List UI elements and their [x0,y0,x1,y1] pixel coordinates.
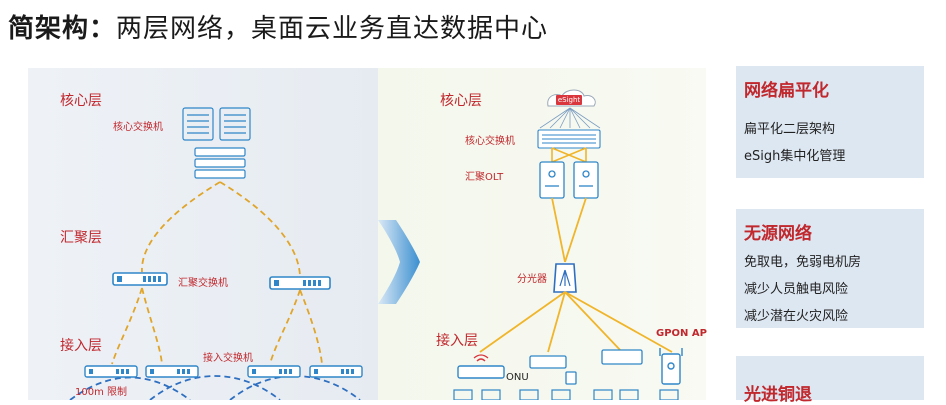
left-agg-switch-label: 汇聚交换机 [178,278,228,289]
splitter-label: 分光器 [517,274,547,285]
page-title: 简架构：两层网络，桌面云业务直达数据中心 [8,8,548,45]
left-core-switch-label: 核心交换机 [113,122,163,133]
right-core-layer-label: 核心层 [440,93,482,109]
esight-cloud-icon [547,89,596,107]
right-access-layer-label: 接入层 [436,333,478,349]
access-device-icon [529,349,643,385]
transition-arrow-icon [378,220,420,304]
core-server-icon [182,107,251,141]
card-fiber-replace-copper: 光进铜退 [736,356,924,405]
left-agg-layer-label: 汇聚层 [60,230,102,246]
right-core-switch-label: 核心交换机 [465,136,515,147]
splitter-access-links [479,291,673,353]
title-rest: 两层网络，桌面云业务直达数据中心 [116,14,549,44]
limit-note-label: 100m 限制 [75,387,128,398]
onu-icon [457,354,505,379]
core-switch-icon [194,147,246,179]
card-flat-network: 网络扁平化 扁平化二层架构 eSigh集中化管理 [736,66,924,178]
card-line: 减少人员触电风险 [744,282,849,297]
olt-splitter-links [551,197,587,263]
card-title: 网络扁平化 [744,81,829,101]
access-switch-ports [89,369,354,374]
left-agg-links [111,181,323,365]
agg-switch-ports [117,276,321,286]
traditional-network-panel [28,68,378,400]
title-bold: 简架构： [8,14,117,44]
card-line: 减少潜在火灾风险 [744,309,849,324]
olt-device-icon [539,161,599,199]
agg-olt-label: 汇聚OLT [465,172,504,183]
card-line: 扁平化二层架构 [744,122,836,137]
left-core-layer-label: 核心层 [60,93,102,109]
card-passive-network: 无源网络 免取电，免弱电机房 减少人员触电风险 减少潜在火灾风险 [736,209,924,328]
card-line: 免取电，免弱电机房 [744,255,862,270]
terminal-icons [453,389,679,400]
card-title: 光进铜退 [744,385,812,405]
gpon-core-switch-icon [537,129,601,149]
core-switch-rays [539,107,601,129]
splitter-icon [553,263,577,293]
gpon-ap-icon [659,348,683,385]
card-line: eSigh集中化管理 [744,149,846,164]
card-title: 无源网络 [744,224,812,244]
gpon-ap-label: GPON AP [656,328,707,339]
core-olt-links [551,147,587,163]
left-access-switch-label: 接入交换机 [203,353,253,364]
access-switch-icon [84,365,363,378]
left-access-layer-label: 接入层 [60,338,102,354]
gpon-network-panel [378,68,706,400]
onu-label: ONU [506,372,529,383]
esight-logo-text: eSight [557,96,581,104]
